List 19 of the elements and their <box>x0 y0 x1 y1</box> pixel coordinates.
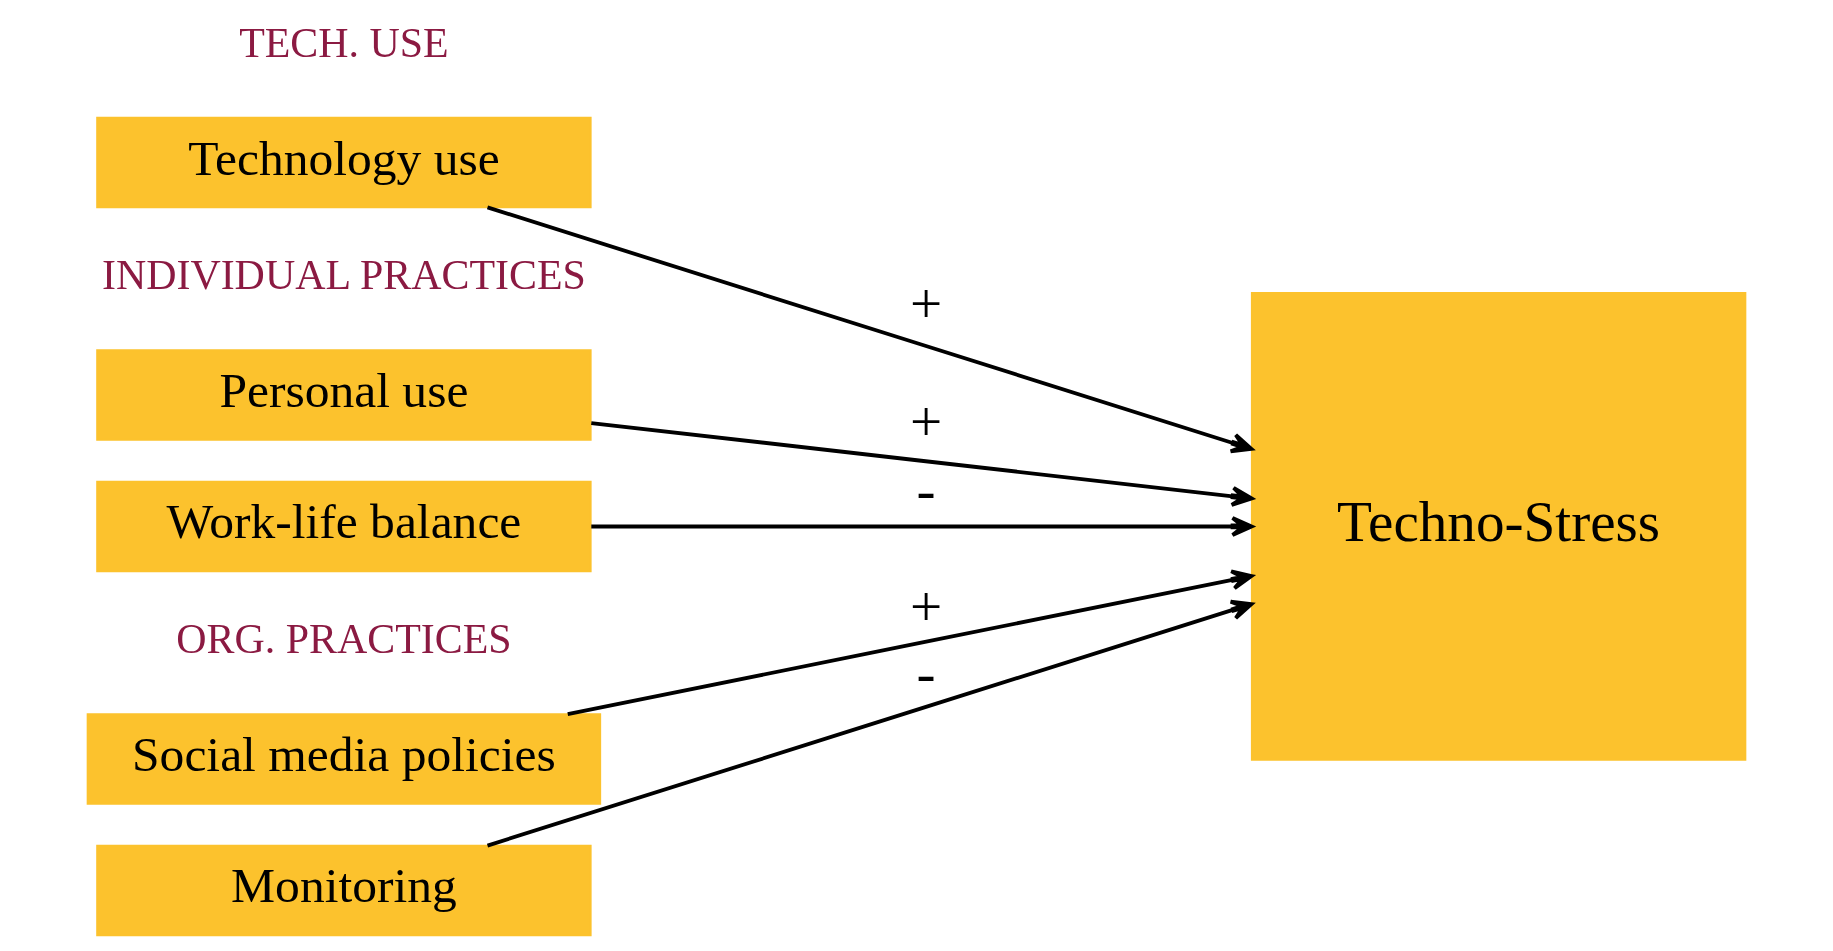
node-box: Monitoring <box>96 844 592 937</box>
arrow <box>591 421 1254 507</box>
edge-label: + <box>909 271 943 335</box>
edge-label: - <box>916 458 936 522</box>
label: ORG. PRACTICES <box>176 616 512 663</box>
node-box: Social media policies <box>86 713 602 805</box>
arrow <box>591 516 1254 537</box>
label: INDIVIDUAL PRACTICES <box>101 252 586 299</box>
arrow <box>486 599 1254 848</box>
edge-label: - <box>916 641 936 705</box>
edge-label: + <box>909 574 943 638</box>
node-box: Personal use <box>96 349 592 441</box>
node-box: Work-life balance <box>96 480 592 573</box>
arrow <box>486 205 1254 454</box>
label: TECH. USE <box>239 19 449 66</box>
edge-label: + <box>909 389 943 453</box>
arrow <box>567 569 1254 716</box>
node-box: Technology use <box>96 116 592 209</box>
node-box: Techno-Stress <box>1250 292 1747 761</box>
